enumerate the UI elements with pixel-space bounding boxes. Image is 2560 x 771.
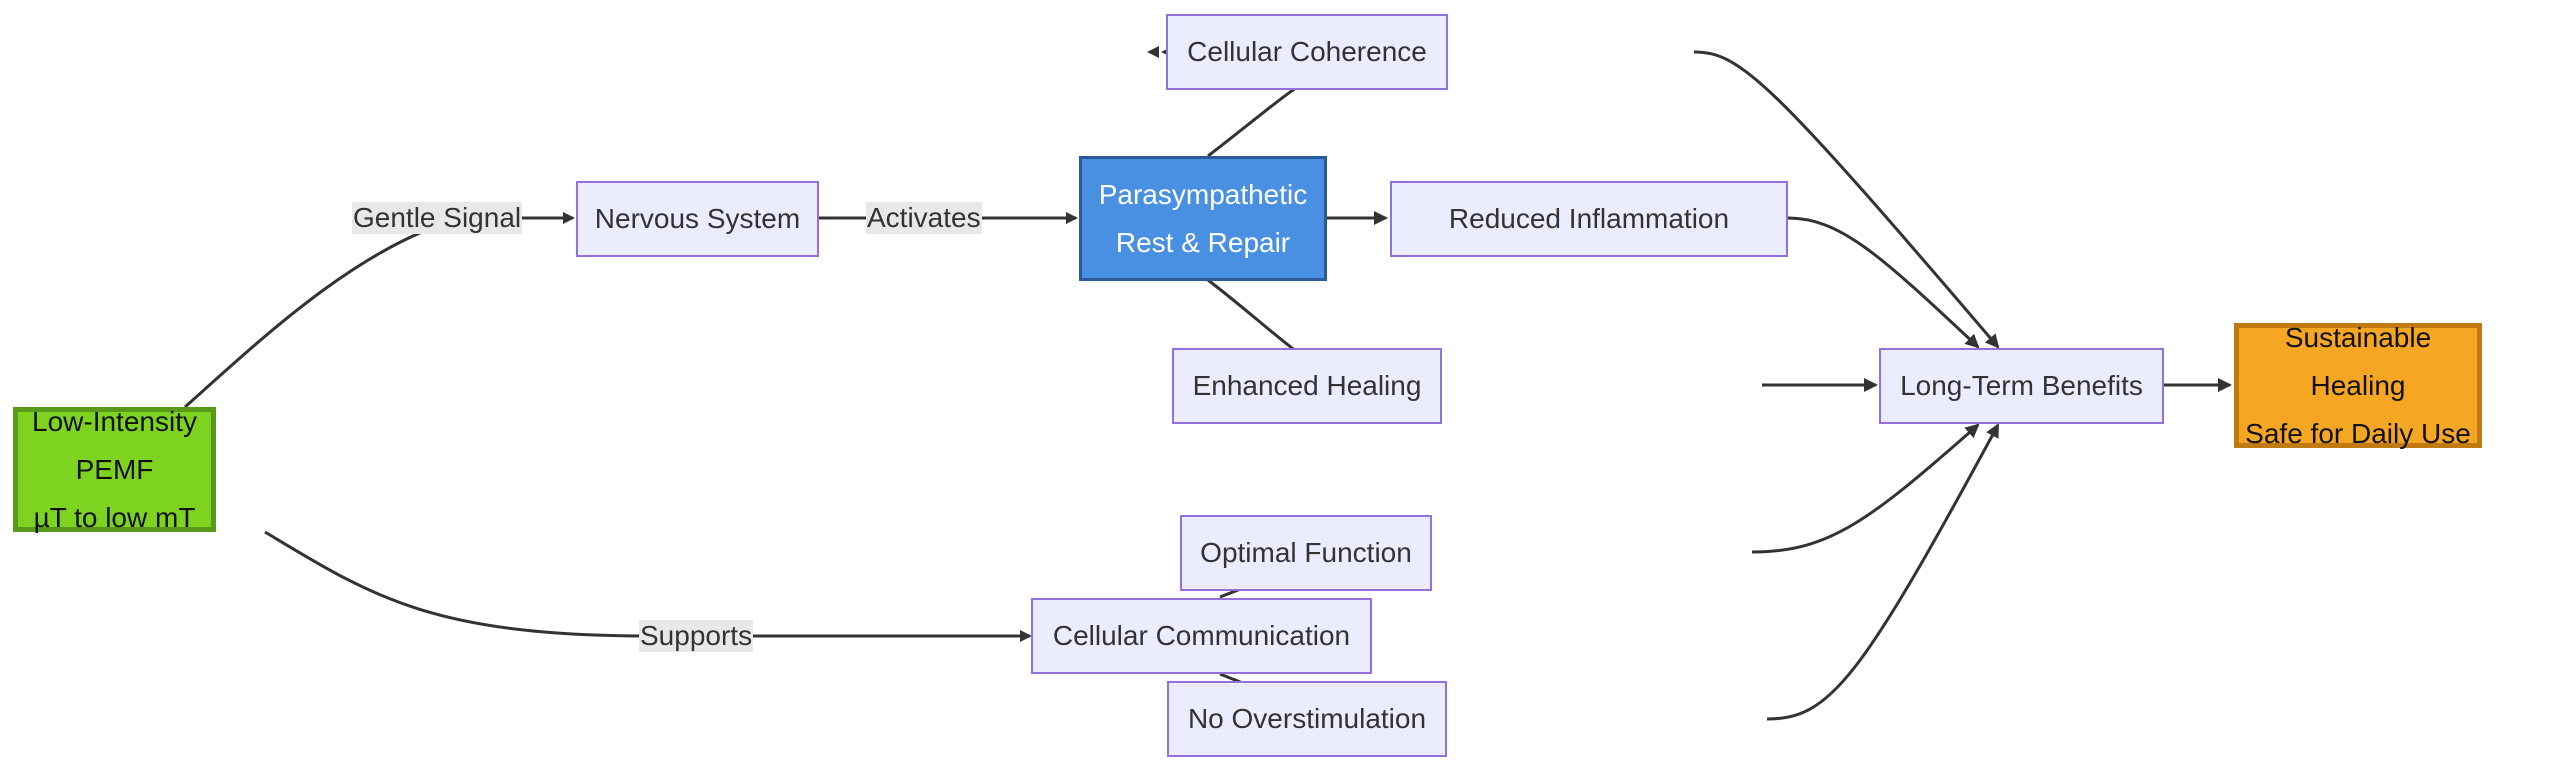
node-coherence-label: Cellular Coherence: [1187, 36, 1427, 67]
node-pemf-line1: Low-Intensity PEMF: [32, 405, 197, 485]
line-optimal-longterm: [1751, 423, 1980, 554]
node-enhanced-healing: Enhanced Healing: [1172, 348, 1442, 424]
node-reduced-inflammation: Reduced Inflammation: [1390, 181, 1788, 257]
node-optimal-function: Optimal Function: [1180, 515, 1432, 591]
node-nervous-system: Nervous System: [576, 181, 819, 257]
node-cellular-coherence: Cellular Coherence: [1166, 14, 1448, 90]
node-inflammation-label: Reduced Inflammation: [1448, 203, 1730, 234]
node-pemf-line2: µT to low mT: [33, 501, 196, 533]
node-longterm-label: Long-Term Benefits: [1900, 370, 2143, 401]
node-final-line2: Safe for Daily Use: [2245, 417, 2471, 449]
node-long-term-benefits: Long-Term Benefits: [1879, 348, 2164, 424]
node-para-line1: Parasympathetic: [1098, 178, 1308, 210]
line-inflammation-longterm: [1787, 216, 1980, 349]
node-cellcomm-label: Cellular Communication: [1052, 620, 1351, 651]
node-parasympathetic: Parasympathetic Rest & Repair: [1079, 156, 1327, 281]
line-coherence-longterm: [1693, 50, 2000, 349]
node-no-overstimulation: No Overstimulation: [1167, 681, 1447, 757]
node-optimal-label: Optimal Function: [1200, 537, 1412, 568]
edge-label-supports: Supports: [639, 620, 754, 652]
node-cellular-communication: Cellular Communication: [1031, 598, 1372, 674]
node-healing-label: Enhanced Healing: [1192, 370, 1422, 401]
edge-label-activates: Activates: [866, 202, 982, 234]
edge-pemf-cellcomm: [264, 530, 1032, 642]
node-sustainable-healing: Sustainable Healing Safe for Daily Use: [2234, 322, 2482, 449]
node-final-line1: Sustainable Healing: [2284, 321, 2432, 401]
line-noover-longterm: [1766, 423, 2000, 721]
node-noover-label: No Overstimulation: [1187, 703, 1427, 734]
node-low-intensity-pemf: Low-Intensity PEMF µT to low mT: [13, 406, 216, 533]
edge-label-gentle-signal: Gentle Signal: [352, 202, 523, 234]
node-para-line2: Rest & Repair: [1115, 226, 1291, 258]
node-nervous-label: Nervous System: [594, 203, 801, 234]
